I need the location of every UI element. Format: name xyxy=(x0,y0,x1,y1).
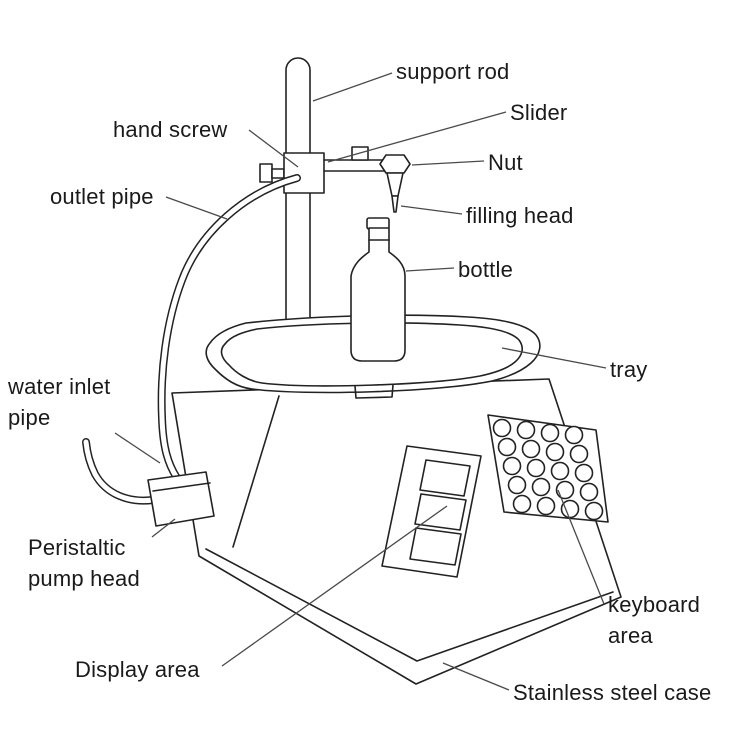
leader-keyboard-area xyxy=(557,489,605,605)
leader-stainless-steel-case xyxy=(442,662,510,691)
nut-shape xyxy=(379,154,411,174)
keypad-buttons xyxy=(492,418,604,521)
leader-outlet-pipe xyxy=(165,196,228,220)
display-area-shape xyxy=(381,445,482,578)
filling-head-tip xyxy=(391,195,399,213)
outlet-pipe-shape xyxy=(157,174,301,482)
leader-nut xyxy=(411,160,485,166)
label-support-rod: support rod xyxy=(396,59,510,84)
peristaltic-pump-head-shape xyxy=(147,471,215,527)
label-slider: Slider xyxy=(510,100,568,125)
leader-slider xyxy=(327,111,507,163)
label-tray: tray xyxy=(610,357,648,382)
display-window-2 xyxy=(414,493,467,531)
label-line: pump head xyxy=(28,566,140,591)
label-stainless-steel-case: Stainless steel case xyxy=(513,680,712,705)
label-bottle: bottle xyxy=(458,257,514,282)
slider-block xyxy=(283,152,325,194)
display-window-1 xyxy=(419,459,471,497)
leader-display-area xyxy=(221,505,448,667)
leader-tray xyxy=(501,347,607,369)
leader-support-rod xyxy=(312,72,393,102)
leader-bottle xyxy=(405,267,455,272)
hand-screw-stem xyxy=(271,168,285,179)
label-filling-head: filling head xyxy=(466,203,574,228)
label-line: pipe xyxy=(8,405,51,430)
label-keyboard-area: keyboard area xyxy=(608,589,700,651)
leader-peristaltic-pump-head xyxy=(151,518,176,538)
case-skirt-fold xyxy=(205,548,614,662)
leader-water-inlet-pipe xyxy=(114,432,161,464)
label-water-inlet-pipe: water inlet pipe xyxy=(8,371,110,433)
label-hand-screw: hand screw xyxy=(113,117,228,142)
leader-hand-screw xyxy=(248,129,299,168)
label-peristaltic-pump-head: Peristaltic pump head xyxy=(28,532,140,594)
support-rod-shape xyxy=(285,57,311,335)
leader-lines xyxy=(114,72,607,691)
keyboard-area-shape xyxy=(487,414,609,523)
tray-inner-rim xyxy=(220,322,524,387)
display-window-3 xyxy=(409,527,462,566)
label-nut: Nut xyxy=(488,150,523,175)
label-line: water inlet xyxy=(8,374,111,399)
bottle-body xyxy=(350,227,406,362)
water-inlet-pipe-shape xyxy=(82,438,157,505)
case-left-fold xyxy=(232,395,280,548)
label-line: area xyxy=(608,623,653,648)
label-line: keyboard xyxy=(608,592,701,617)
label-outlet-pipe: outlet pipe xyxy=(50,184,154,209)
pump-head-seam xyxy=(152,482,211,492)
leader-filling-head xyxy=(400,205,463,215)
label-display-area: Display area xyxy=(75,657,200,682)
filling-head-body xyxy=(386,172,404,197)
bottle-shape xyxy=(350,217,406,362)
hand-screw-knob xyxy=(259,163,273,183)
label-line: Peristaltic xyxy=(28,535,126,560)
tray-front-notch xyxy=(354,384,394,399)
